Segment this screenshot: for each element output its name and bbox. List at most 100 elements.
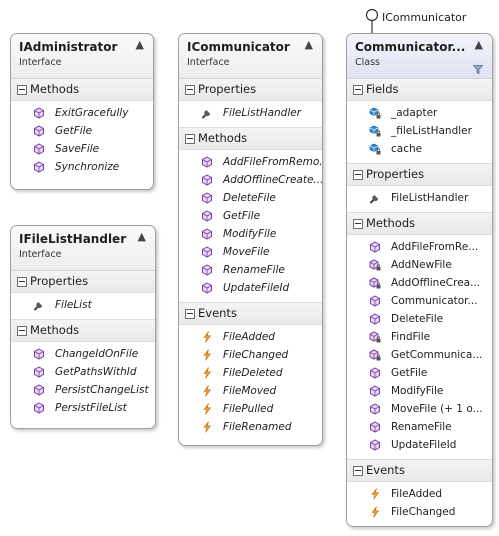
member-item[interactable]: FilePulled bbox=[179, 400, 322, 418]
member-item[interactable]: GetFile bbox=[179, 207, 322, 225]
member-item[interactable]: PersistChangeList bbox=[11, 381, 155, 399]
member-item[interactable]: ModifyFile bbox=[179, 225, 322, 243]
member-item[interactable]: ChangeIdOnFile bbox=[11, 345, 155, 363]
member-item[interactable]: DeleteFile bbox=[179, 189, 322, 207]
member-item[interactable]: FileListHandler bbox=[179, 104, 322, 122]
member-item[interactable]: FindFile bbox=[347, 328, 492, 346]
member-item[interactable]: FileListHandler bbox=[347, 189, 492, 207]
member-item[interactable]: RenameFile bbox=[347, 418, 492, 436]
collapse-chevron-icon[interactable]: ▲ bbox=[137, 230, 146, 243]
shape-title: Communicator... bbox=[355, 40, 466, 54]
member-name: Communicator... bbox=[391, 295, 478, 307]
collapse-minus-icon[interactable] bbox=[17, 85, 27, 95]
collapse-minus-icon[interactable] bbox=[185, 309, 195, 319]
shape-header[interactable]: IFileListHandler Interface ▲ bbox=[11, 226, 155, 271]
collapse-minus-icon[interactable] bbox=[185, 85, 195, 95]
collapse-minus-icon[interactable] bbox=[17, 277, 27, 287]
member-item[interactable]: FileRenamed bbox=[179, 418, 322, 436]
member-name: cache bbox=[391, 143, 423, 155]
member-name: PersistChangeList bbox=[55, 384, 149, 396]
shape-stereotype: Interface bbox=[19, 249, 62, 260]
member-item[interactable]: GetCommunica... bbox=[347, 346, 492, 364]
member-item[interactable]: SaveFile bbox=[11, 140, 153, 158]
member-item[interactable]: FileMoved bbox=[179, 382, 322, 400]
section-header[interactable]: Methods bbox=[11, 79, 153, 101]
member-item[interactable]: GetFile bbox=[11, 122, 153, 140]
member-item[interactable]: AddOfflineCrea... bbox=[347, 274, 492, 292]
member-name: GetFile bbox=[391, 367, 428, 379]
member-item[interactable]: FileList bbox=[11, 296, 155, 314]
member-item[interactable]: cache bbox=[347, 140, 492, 158]
member-item[interactable]: _fileListHandler bbox=[347, 122, 492, 140]
section-header[interactable]: Methods bbox=[179, 127, 322, 150]
section-header[interactable]: Events bbox=[347, 459, 492, 482]
member-item[interactable]: Communicator... bbox=[347, 292, 492, 310]
member-item[interactable]: DeleteFile bbox=[347, 310, 492, 328]
section-header[interactable]: Methods bbox=[11, 319, 155, 342]
member-item[interactable]: UpdateFileId bbox=[179, 279, 322, 297]
member-name: GetPathsWithId bbox=[55, 366, 137, 378]
member-item[interactable]: MoveFile bbox=[179, 243, 322, 261]
collapse-minus-icon[interactable] bbox=[185, 134, 195, 144]
member-item[interactable]: FileChanged bbox=[179, 346, 322, 364]
collapse-minus-icon[interactable] bbox=[353, 85, 363, 95]
member-item[interactable]: UpdateFileId bbox=[347, 436, 492, 454]
member-item[interactable]: ModifyFile bbox=[347, 382, 492, 400]
member-item[interactable]: AddFileFromRemo... bbox=[179, 153, 322, 171]
section-label: Properties bbox=[30, 274, 89, 288]
member-item[interactable]: FileAdded bbox=[179, 328, 322, 346]
collapse-minus-icon[interactable] bbox=[353, 466, 363, 476]
member-name: MoveFile (+ 1 o... bbox=[391, 403, 483, 415]
collapse-chevron-icon[interactable]: ▲ bbox=[304, 38, 313, 51]
member-name: FileDeleted bbox=[223, 367, 283, 379]
section-header[interactable]: Events bbox=[179, 302, 322, 325]
section-label: Methods bbox=[198, 131, 248, 145]
member-item[interactable]: RenameFile bbox=[179, 261, 322, 279]
collapse-chevron-icon[interactable]: ▲ bbox=[474, 38, 483, 51]
section-header[interactable]: Properties bbox=[347, 163, 492, 186]
member-name: FileAdded bbox=[223, 331, 275, 343]
member-item[interactable]: Synchronize bbox=[11, 158, 153, 176]
member-item[interactable]: PersistFileList bbox=[11, 399, 155, 417]
member-item[interactable]: AddFileFromRe... bbox=[347, 238, 492, 256]
member-item[interactable]: AddNewFile bbox=[347, 256, 492, 274]
communicator-class-shape[interactable]: Communicator... Class ▲ Fields _adapter _f… bbox=[346, 33, 493, 527]
member-item[interactable]: _adapter bbox=[347, 104, 492, 122]
collapse-minus-icon[interactable] bbox=[353, 219, 363, 229]
member-name: AddFileFromRemo... bbox=[223, 156, 323, 168]
member-item[interactable]: GetFile bbox=[347, 364, 492, 382]
member-item[interactable]: AddOfflineCreate... bbox=[179, 171, 322, 189]
shape-header[interactable]: ICommunicator Interface ▲ bbox=[179, 34, 322, 79]
filter-icon[interactable] bbox=[473, 65, 483, 74]
member-item[interactable]: FileDeleted bbox=[179, 364, 322, 382]
member-name: AddFileFromRe... bbox=[391, 241, 479, 253]
section-header[interactable]: Properties bbox=[11, 271, 155, 293]
shape-header[interactable]: Communicator... Class ▲ bbox=[347, 34, 492, 79]
member-item[interactable]: FileChanged bbox=[347, 503, 492, 521]
shape-header[interactable]: IAdministrator Interface ▲ bbox=[11, 34, 153, 79]
shape-title: ICommunicator bbox=[187, 40, 290, 54]
member-item[interactable]: GetPathsWithId bbox=[11, 363, 155, 381]
member-name: _adapter bbox=[391, 107, 438, 119]
section-header[interactable]: Properties bbox=[179, 79, 322, 101]
section-header[interactable]: Fields bbox=[347, 79, 492, 101]
member-item[interactable]: MoveFile (+ 1 o... bbox=[347, 400, 492, 418]
member-item[interactable]: ExitGracefully bbox=[11, 104, 153, 122]
collapse-minus-icon[interactable] bbox=[17, 326, 27, 336]
member-name: FindFile bbox=[391, 331, 431, 343]
member-name: FileList bbox=[55, 299, 92, 311]
member-item[interactable]: FileAdded bbox=[347, 485, 492, 503]
member-name: RenameFile bbox=[391, 421, 452, 433]
section-header[interactable]: Methods bbox=[347, 212, 492, 235]
collapse-minus-icon[interactable] bbox=[353, 170, 363, 180]
collapse-chevron-icon[interactable]: ▲ bbox=[135, 38, 144, 51]
